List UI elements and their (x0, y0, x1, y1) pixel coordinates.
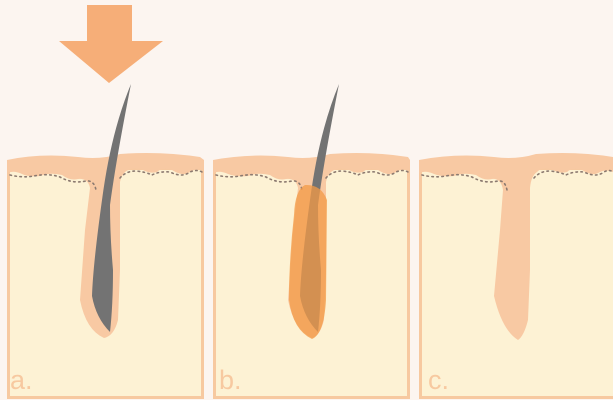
panel-a: a. (7, 84, 204, 398)
panel-b: b. (213, 84, 410, 398)
panel-label-b: b. (219, 365, 242, 395)
panel-c: c. (419, 153, 613, 398)
panel-label-c: c. (428, 365, 449, 395)
down-arrow-icon (59, 5, 163, 83)
treatment-glow-b (289, 185, 327, 339)
panel-label-a: a. (10, 365, 33, 395)
